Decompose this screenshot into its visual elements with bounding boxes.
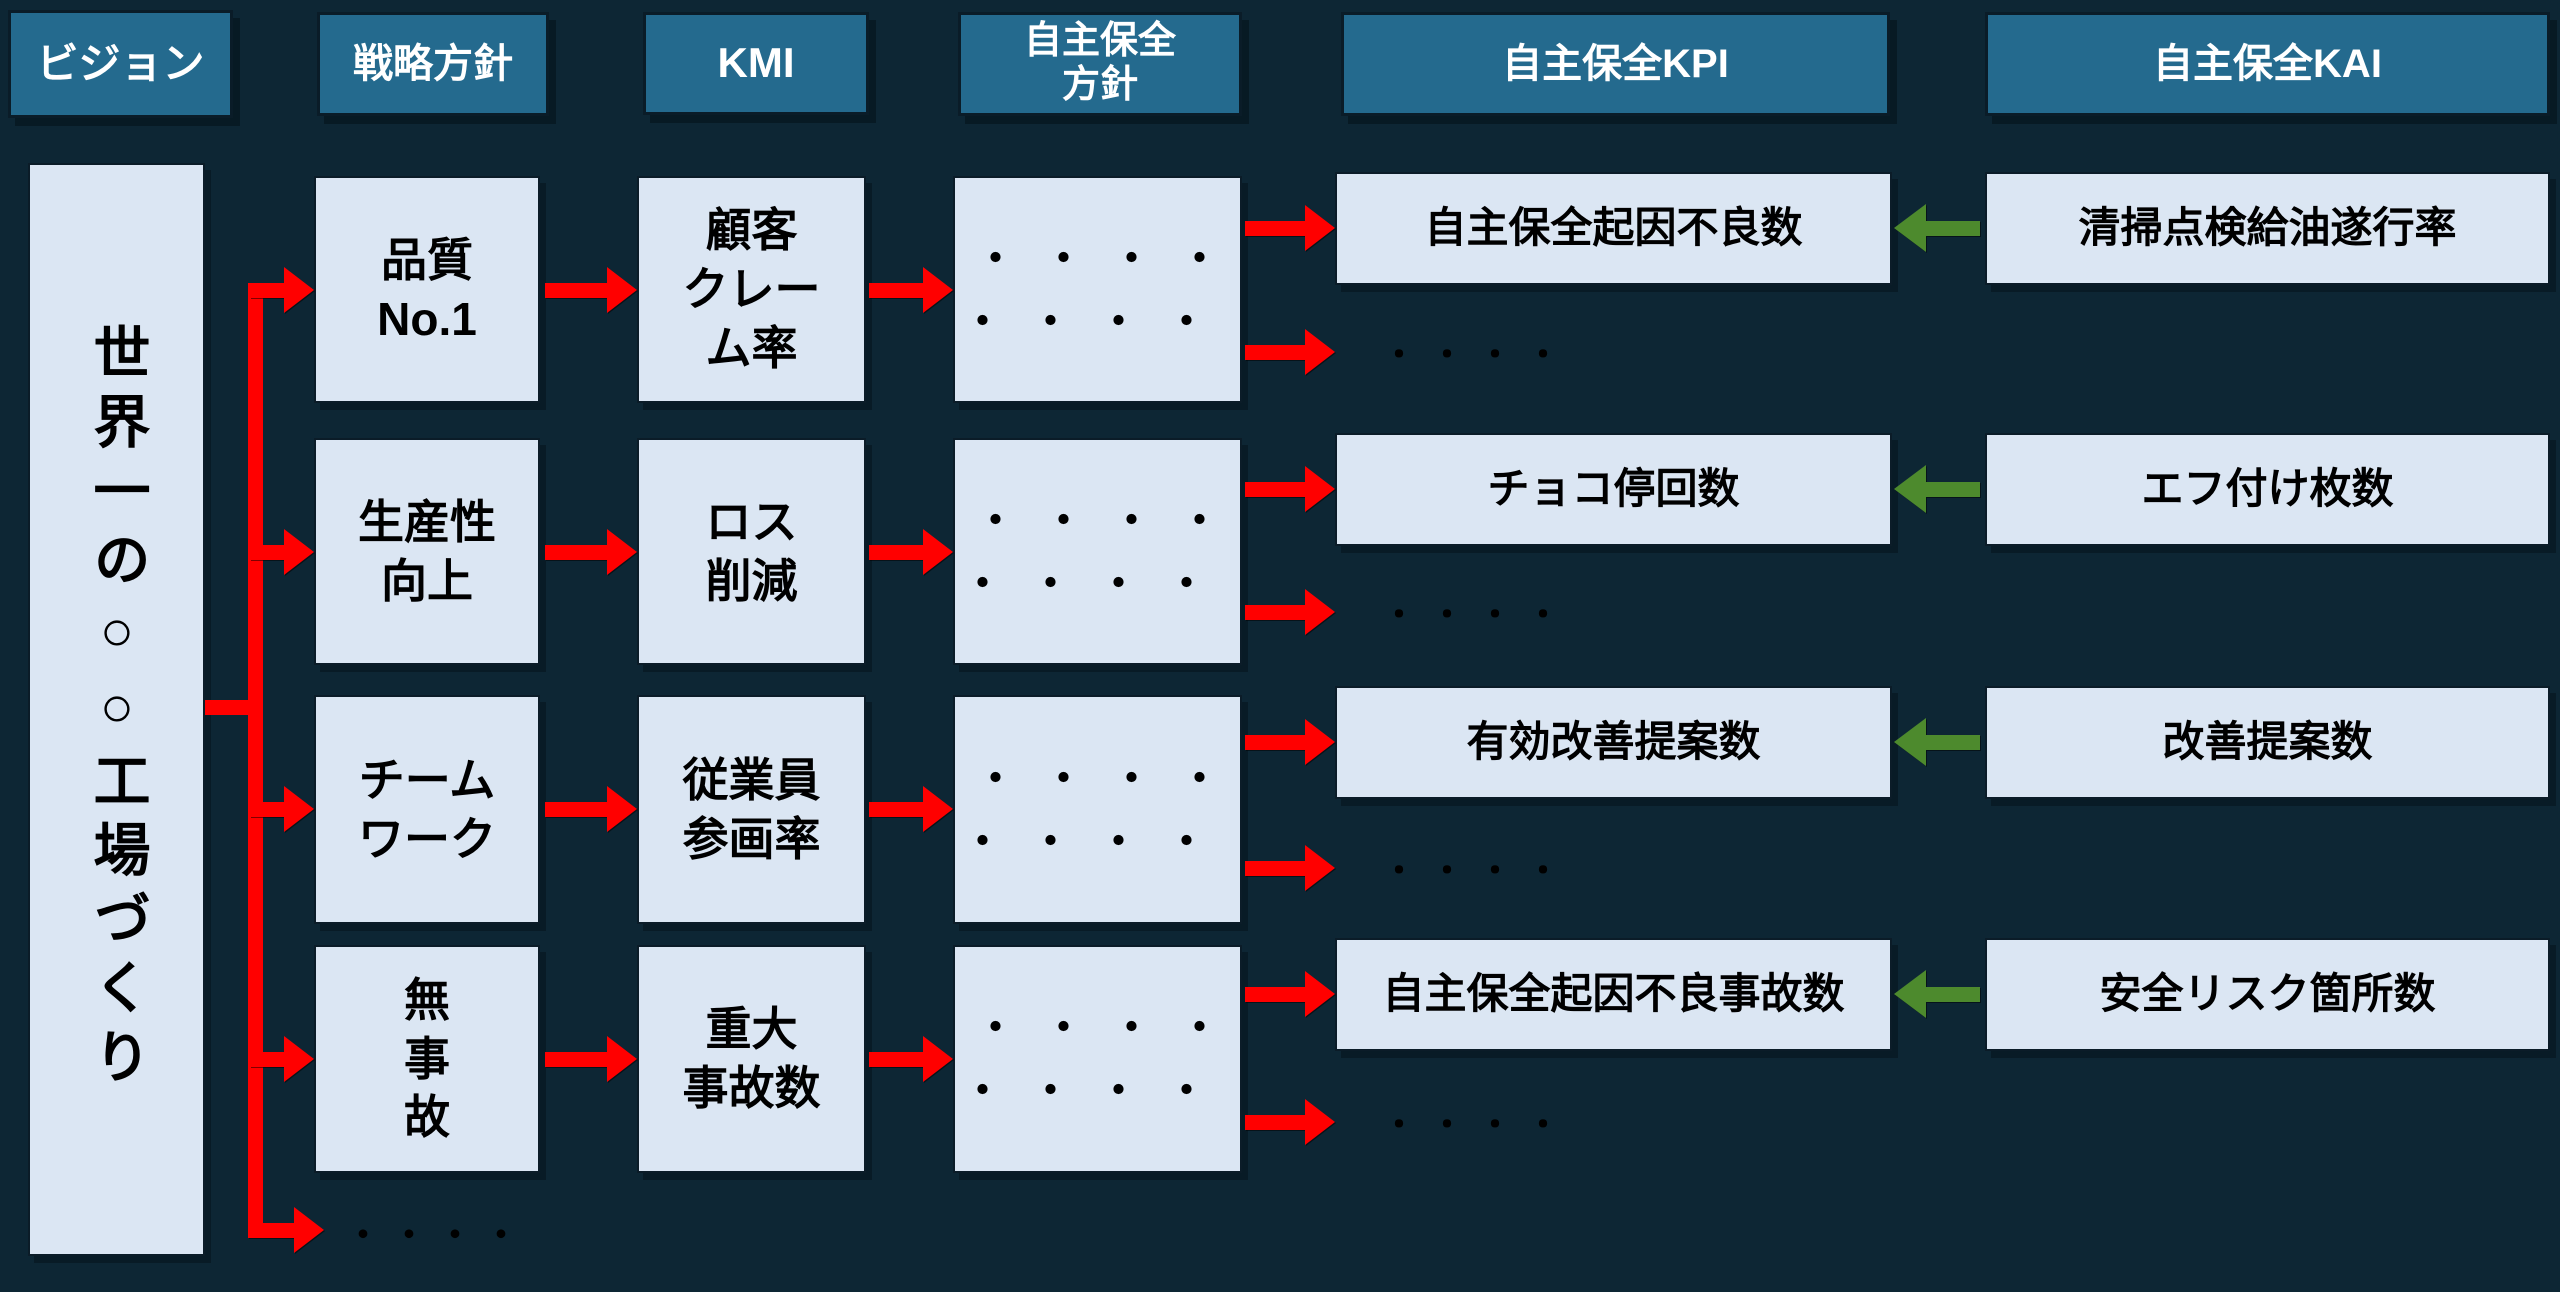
policy-box-row4: ・・・・ ・・・・ — [953, 945, 1242, 1173]
branch-trunk-line — [248, 283, 263, 1238]
arrow-policy-more-row2 — [1245, 588, 1335, 636]
kai-box-row4: 安全リスク箇所数 — [1985, 938, 2550, 1051]
arrow-strategy-kmi-row1 — [545, 266, 637, 314]
kpi-box-row2: チョコ停回数 — [1335, 433, 1892, 546]
strategy-box-no-accident: 無 事 故 — [314, 945, 540, 1173]
arrow-policy-kpi-row4 — [1245, 970, 1335, 1018]
arrow-policy-more-row1 — [1245, 328, 1335, 376]
vision-text: 世界一の○○工場づくり — [85, 323, 149, 1096]
header-am-policy: 自主保全 方針 — [958, 12, 1242, 116]
vision-box: 世界一の○○工場づくり — [28, 163, 205, 1256]
arrow-policy-kpi-row3 — [1245, 718, 1335, 766]
strategy-box-productivity: 生産性 向上 — [314, 438, 540, 665]
kpi-more-dots-row4: ・・・・ — [1382, 1106, 1574, 1145]
header-strategy: 戦略方針 — [317, 12, 549, 116]
kai-box-row2: エフ付け枚数 — [1985, 433, 2550, 546]
kai-box-row1: 清掃点検給油遂行率 — [1985, 172, 2550, 285]
arrow-strategy-kmi-row3 — [545, 785, 637, 833]
arrow-policy-kpi-row1 — [1245, 204, 1335, 252]
arrow-trunk-row3 — [250, 785, 314, 833]
kpi-more-dots-row3: ・・・・ — [1382, 852, 1574, 891]
kai-box-row3: 改善提案数 — [1985, 686, 2550, 799]
arrow-kmi-policy-row4 — [869, 1035, 953, 1083]
header-vision: ビジョン — [8, 10, 233, 118]
kpi-box-row3: 有効改善提案数 — [1335, 686, 1892, 799]
arrow-policy-kpi-row2 — [1245, 465, 1335, 513]
strategy-more-dots: ・・・・ — [345, 1214, 530, 1255]
arrow-trunk-row2 — [250, 528, 314, 576]
kpi-box-row1: 自主保全起因不良数 — [1335, 172, 1892, 285]
arrow-strategy-kmi-row2 — [545, 528, 637, 576]
arrow-kai-kpi-row3 — [1894, 718, 1980, 766]
policy-box-row2: ・・・・ ・・・・ — [953, 438, 1242, 665]
arrow-kmi-policy-row2 — [869, 528, 953, 576]
kpi-more-dots-row2: ・・・・ — [1382, 596, 1574, 635]
vision-connector-line — [205, 700, 252, 715]
policy-box-row1: ・・・・ ・・・・ — [953, 176, 1242, 403]
strategy-box-teamwork: チーム ワーク — [314, 695, 540, 924]
arrow-kai-kpi-row4 — [1894, 970, 1980, 1018]
header-am-kai: 自主保全KAI — [1985, 12, 2550, 116]
kmi-box-claim-rate: 顧客 クレー ム率 — [637, 176, 866, 403]
arrow-trunk-bottom-more — [248, 1206, 324, 1254]
kpi-more-dots-row1: ・・・・ — [1382, 336, 1574, 375]
arrow-strategy-kmi-row4 — [545, 1035, 637, 1083]
arrow-policy-more-row3 — [1245, 844, 1335, 892]
arrow-trunk-row1 — [250, 266, 314, 314]
arrow-trunk-row4 — [250, 1035, 314, 1083]
arrow-kai-kpi-row1 — [1894, 204, 1980, 252]
arrow-kai-kpi-row2 — [1894, 465, 1980, 513]
arrow-kmi-policy-row3 — [869, 785, 953, 833]
strategy-box-quality: 品質 No.1 — [314, 176, 540, 403]
arrow-kmi-policy-row1 — [869, 266, 953, 314]
kmi-box-participation: 従業員 参画率 — [637, 695, 866, 924]
header-kmi: KMI — [643, 12, 869, 115]
kmi-box-major-accidents: 重大 事故数 — [637, 945, 866, 1173]
policy-box-row3: ・・・・ ・・・・ — [953, 695, 1242, 924]
kpi-box-row4: 自主保全起因不良事故数 — [1335, 938, 1892, 1051]
arrow-policy-more-row4 — [1245, 1098, 1335, 1146]
kmi-box-loss: ロス 削減 — [637, 438, 866, 665]
header-am-kpi: 自主保全KPI — [1341, 12, 1890, 116]
